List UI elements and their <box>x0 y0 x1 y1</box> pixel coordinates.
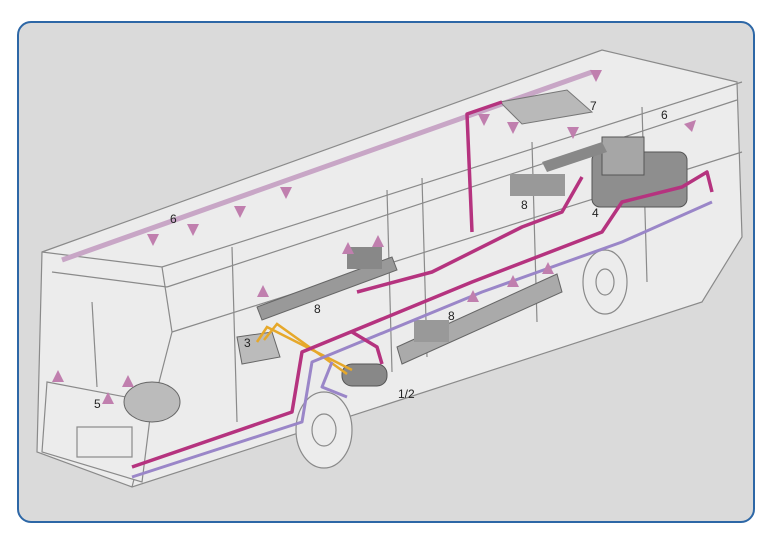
coolant-supply-pipe <box>131 170 714 469</box>
label-engine: 4 <box>592 206 599 220</box>
label-roof-duct-front: 6 <box>170 212 177 226</box>
heater-units <box>256 142 607 365</box>
coolant-pipe-roof <box>465 100 503 233</box>
label-heater-mid-right: 8 <box>448 309 455 323</box>
air-flow-arrows <box>52 70 696 404</box>
label-auxiliary-heater: 1/2 <box>398 387 415 401</box>
label-heater-mid-left: 8 <box>314 302 321 316</box>
coolant-return-pipe <box>131 200 713 479</box>
front-defroster <box>123 381 181 423</box>
label-fuel-tank: 3 <box>244 336 251 350</box>
coolant-pipe-heaters <box>356 176 584 294</box>
label-front-defroster: 5 <box>94 397 101 411</box>
fuel-tank <box>236 331 281 365</box>
label-roof-duct-rear: 6 <box>661 108 668 122</box>
auxiliary-heater <box>341 363 388 387</box>
wheels <box>295 249 628 469</box>
roof-unit <box>498 89 594 125</box>
bus-heating-diagram: 7 6 6 8 4 8 8 3 1/2 5 <box>36 49 743 488</box>
label-roof-unit: 7 <box>590 99 597 113</box>
coolant-return-pipe-2 <box>320 361 348 399</box>
diagram-frame: 7 6 6 8 4 8 8 3 1/2 5 <box>17 21 755 523</box>
aux-heater-loop <box>351 330 384 365</box>
label-heater-rear: 8 <box>521 198 528 212</box>
